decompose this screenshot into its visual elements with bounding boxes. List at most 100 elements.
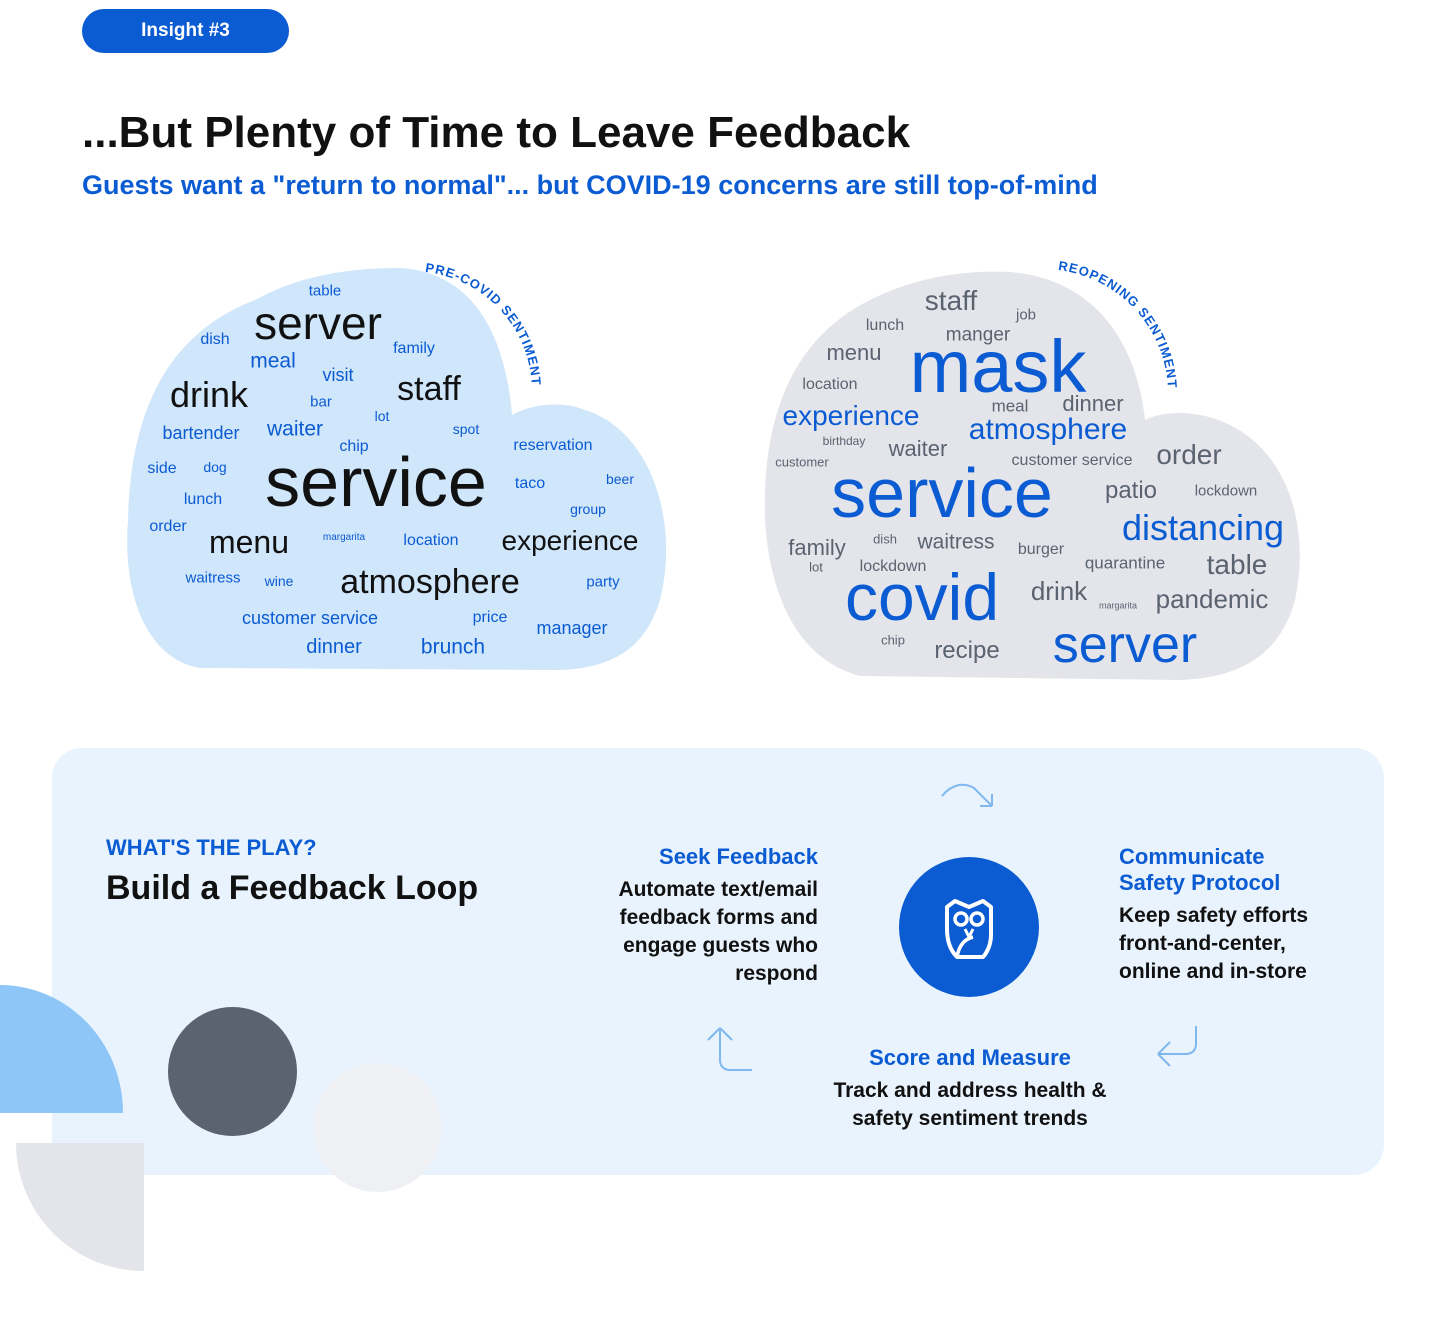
cloud-shapes: PRE-COVID SENTIMENT REOPENING SENTIMENT [127,258,1300,680]
word-meal: meal [991,396,1029,416]
word-manager: manager [536,618,608,638]
word-family: family [788,535,846,560]
decor-quarter-grey [16,1143,144,1271]
word-drink: drink [169,374,249,415]
word-dinner: dinner [306,636,362,658]
word-server: server [1052,616,1198,674]
word-lockdown: lockdown [859,558,927,575]
word-service: service [265,443,487,521]
word-drink: drink [1030,576,1088,606]
word-reservation: reservation [513,437,593,454]
word-server: server [254,297,382,349]
word-lot: lot [374,408,390,424]
word-brunch: brunch [420,635,486,659]
page-subtitle: Guests want a "return to normal"... but … [82,170,1098,200]
word-service: service [831,454,1053,532]
word-staff: staff [924,285,978,316]
decor-quarter-blue [0,985,123,1113]
decor-circle-light [313,1063,442,1192]
word-distancing: distancing [1121,507,1285,548]
communicate-title-line: Communicate [1119,844,1265,869]
play-label: WHAT'S THE PLAY? [106,835,317,860]
seek-line: feedback forms and [619,906,818,929]
decor-circle-dark [168,1007,297,1136]
word-chip: chip [881,632,905,648]
word-table: table [308,282,342,300]
communicate-body: Keep safety efforts front-and-center, on… [1119,902,1349,986]
word-margarita: margarita [1098,600,1138,611]
word-experience: experience [501,525,639,556]
score-line: safety sentiment trends [852,1107,1088,1130]
word-taco: taco [514,475,546,492]
word-dish: dish [873,531,897,547]
word-atmosphere: atmosphere [340,563,520,601]
word-order: order [149,518,187,535]
word-menu: menu [826,340,882,365]
score-step: Score and Measure Track and address heal… [800,1045,1140,1133]
play-title: Build a Feedback Loop [106,869,479,907]
word-party: party [586,573,620,591]
arrow-top-icon [941,783,993,807]
communicate-title-line: Safety Protocol [1119,870,1281,895]
word-dog: dog [203,459,227,475]
word-spot: spot [452,421,480,437]
word-dish: dish [200,331,230,348]
word-family: family [393,340,435,357]
seek-feedback-title: Seek Feedback [659,844,818,869]
word-margarita: margarita [322,532,366,543]
communicate-step: Communicate Safety Protocol Keep safety … [1119,844,1349,986]
score-title: Score and Measure [869,1045,1071,1070]
word-wine: wine [264,573,294,589]
word-atmosphere: atmosphere [968,413,1128,446]
score-line: Track and address health & [833,1079,1107,1102]
communicate-line: Keep safety efforts [1119,904,1309,927]
word-beer: beer [605,471,635,487]
word-dinner: dinner [1062,391,1124,416]
word-waitress: waitress [185,569,241,587]
word-job: job [1015,306,1037,324]
reopening-cloud [764,271,1300,680]
word-group: group [570,501,606,517]
word-lot: lot [809,559,823,575]
arrow-right-icon [1157,1026,1197,1067]
word-quarantine: quarantine [1084,553,1166,573]
score-body: Track and address health & safety sentim… [800,1077,1140,1133]
word-recipe: recipe [934,637,1000,664]
communicate-title: Communicate Safety Protocol [1119,844,1349,896]
word-experience: experience [782,400,920,431]
owl-logo [899,857,1039,997]
word-customer-service: customer service [1011,452,1133,469]
word-menu: menu [208,524,290,560]
word-lunch: lunch [865,317,905,334]
arrow-left-icon [707,1027,752,1071]
seek-feedback-step: Seek Feedback Automate text/email feedba… [580,844,818,988]
word-visit: visit [322,365,354,385]
seek-line: engage guests who [623,934,818,957]
word-waitress: waitress [917,530,995,554]
word-chip: chip [339,438,369,455]
word-customer: customer [775,454,829,470]
pre-covid-cloud [127,268,667,670]
communicate-line: online and in-store [1119,960,1307,983]
seek-line: Automate text/email [618,878,818,901]
communicate-line: front-and-center, [1119,932,1286,955]
word-mask: mask [909,325,1087,408]
word-side: side [147,460,177,477]
word-customer-service: customer service [241,608,379,628]
word-table: table [1206,549,1268,580]
word-waiter: waiter [888,436,948,461]
insight-badge: Insight #3 [82,9,289,53]
seek-feedback-body: Automate text/email feedback forms and e… [580,876,818,988]
word-lockdown: lockdown [1194,482,1258,500]
word-birthday: birthday [822,434,866,448]
word-lunch: lunch [183,491,223,508]
word-price: price [472,609,508,626]
owl-icon [945,899,993,959]
word-meal: meal [250,349,296,373]
word-staff: staff [397,370,461,408]
seek-line: respond [735,962,818,985]
word-location: location [802,376,858,393]
word-location: location [403,532,459,549]
page-title: ...But Plenty of Time to Leave Feedback [82,108,911,157]
word-order: order [1156,439,1222,470]
